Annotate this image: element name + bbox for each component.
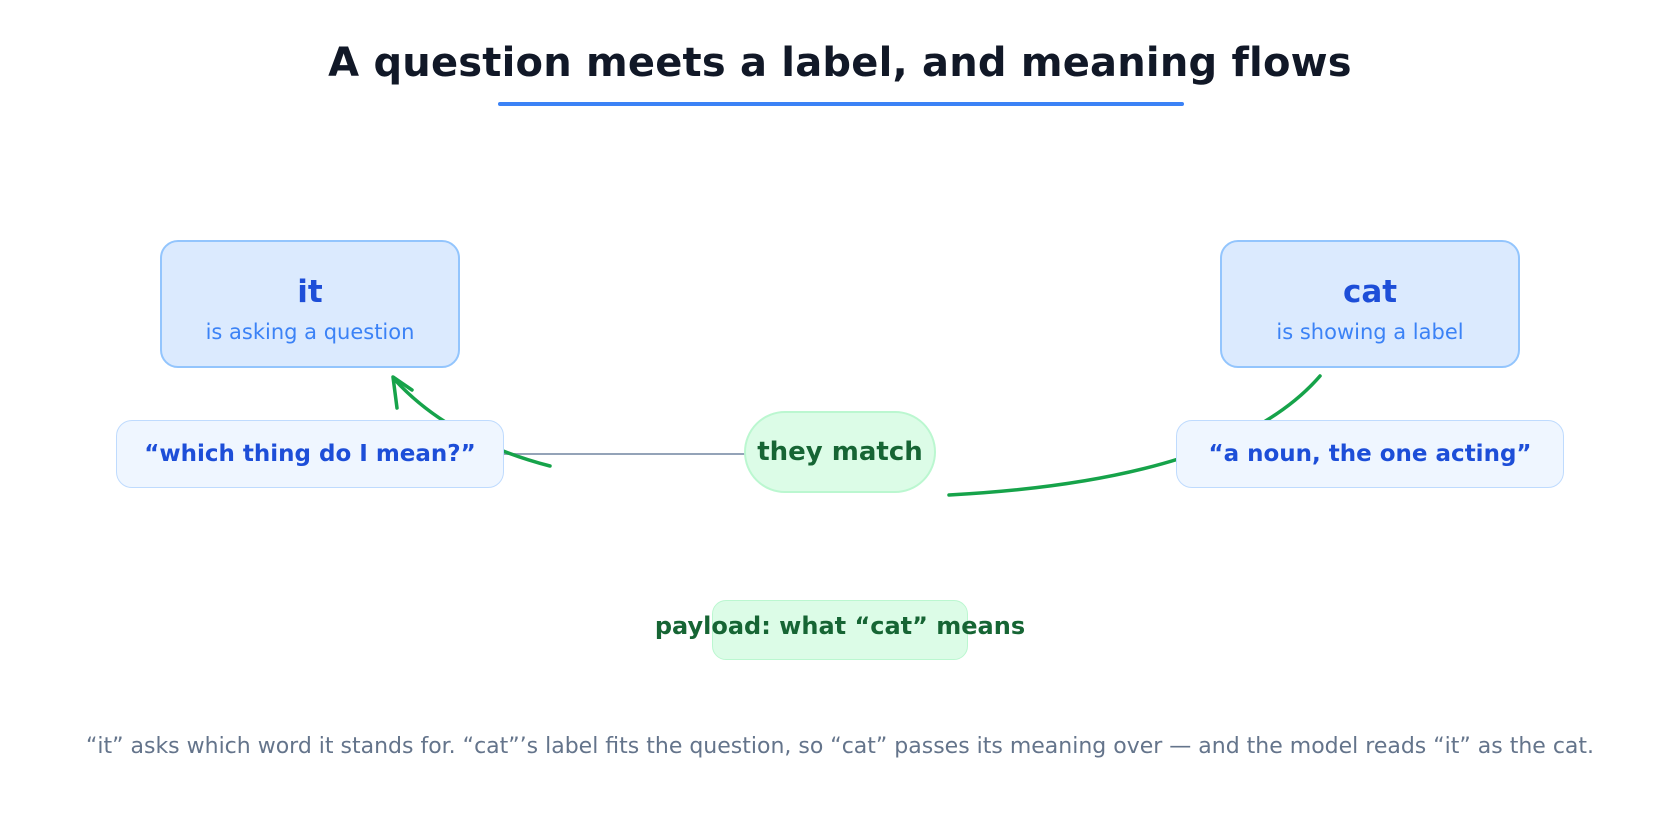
token-it-word: it xyxy=(297,274,323,310)
query-pill: “which thing do I mean?” xyxy=(116,420,504,488)
title-underline xyxy=(498,102,1184,106)
arrowhead-icon xyxy=(391,375,414,410)
token-it-box: it is asking a question xyxy=(160,240,460,368)
token-cat-subtitle: is showing a label xyxy=(1276,320,1464,344)
token-it-subtitle: is asking a question xyxy=(205,320,415,344)
payload-box xyxy=(712,600,968,660)
key-pill: “a noun, the one acting” xyxy=(1176,420,1564,488)
token-cat-word: cat xyxy=(1342,274,1398,310)
payload-label: payload: what “cat” means xyxy=(654,612,1026,640)
caption: “it” asks which word it stands for. “cat… xyxy=(85,734,1595,759)
token-cat-box: cat is showing a label xyxy=(1220,240,1520,368)
diagram-title: A question meets a label, and meaning fl… xyxy=(328,40,1352,86)
match-pill: they match xyxy=(744,411,936,493)
